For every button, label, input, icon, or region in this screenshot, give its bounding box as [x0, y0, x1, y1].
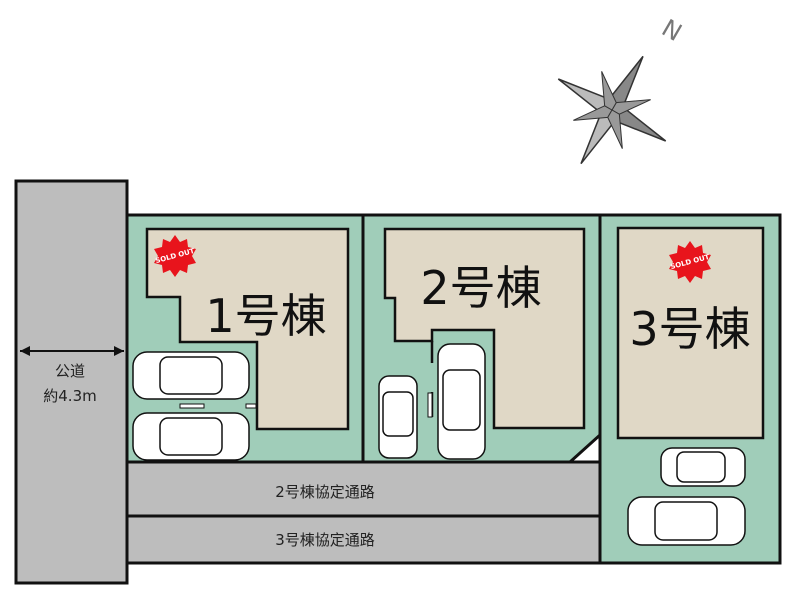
- sold-out-badge-3: SOLD OUT: [669, 241, 711, 283]
- passage-2-label: 2号棟協定通路: [275, 483, 375, 501]
- car-icon: [132, 412, 250, 461]
- car-icon: [132, 351, 250, 400]
- lot-3-label: 3号棟: [629, 302, 750, 356]
- public-road: [14, 179, 129, 585]
- car-icon: [627, 496, 746, 546]
- sold-out-badge-1: SOLD OUT: [154, 235, 196, 277]
- road-width: 約4.3m: [43, 387, 96, 405]
- building-1: [145, 227, 350, 431]
- north-label: N: [657, 14, 687, 47]
- lot-1-label: 1号棟: [205, 289, 326, 343]
- road-name: 公道: [55, 362, 85, 380]
- lot-2-label: 2号棟: [420, 261, 541, 315]
- car-icon: [437, 343, 486, 460]
- car-icon: [378, 375, 418, 459]
- passage-3: [125, 514, 602, 565]
- passage-3-label: 3号棟協定通路: [275, 531, 375, 549]
- compass-icon: [557, 55, 667, 165]
- building-2: [383, 227, 586, 430]
- car-icon: [660, 447, 746, 487]
